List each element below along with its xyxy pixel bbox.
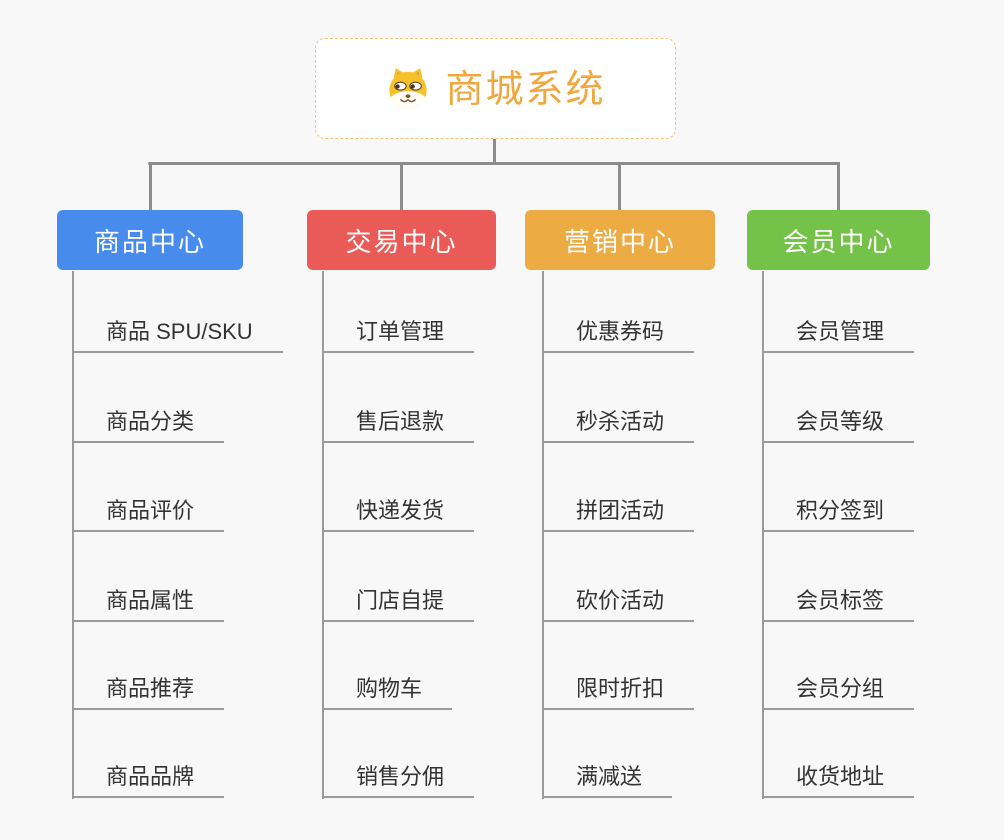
mindmap-leaf[interactable]: 商品属性 (72, 580, 225, 622)
connector-stub (618, 162, 621, 212)
branch-node-member-center[interactable]: 会员中心 (747, 210, 930, 270)
branch-node-trade-center[interactable]: 交易中心 (307, 210, 496, 270)
mindmap-leaf[interactable]: 售后退款 (322, 401, 475, 443)
mindmap-leaf[interactable]: 会员等级 (762, 401, 915, 443)
connector-stub (400, 162, 403, 212)
mindmap-leaf[interactable]: 商品评价 (72, 490, 225, 532)
mindmap-leaf[interactable]: 限时折扣 (542, 668, 695, 710)
mindmap-leaf[interactable]: 门店自提 (322, 580, 475, 622)
mindmap-leaf[interactable]: 收货地址 (762, 756, 915, 798)
mindmap-leaf[interactable]: 满减送 (542, 756, 673, 798)
branch-drop-line (322, 271, 324, 799)
connector-stub (837, 162, 840, 212)
root-title: 商城系统 (445, 68, 606, 111)
mindmap-leaf[interactable]: 会员标签 (762, 580, 915, 622)
connector-horizontal-bar (148, 162, 840, 165)
mindmap-leaf[interactable]: 订单管理 (322, 311, 475, 353)
mindmap-leaf[interactable]: 销售分佣 (322, 756, 475, 798)
branch-drop-line (72, 271, 74, 799)
mindmap-leaf[interactable]: 砍价活动 (542, 580, 695, 622)
branch-node-product-center[interactable]: 商品中心 (57, 210, 243, 270)
branch-node-marketing-center[interactable]: 营销中心 (525, 210, 715, 270)
connector-root-stem (493, 139, 496, 164)
branch-drop-line (762, 271, 764, 799)
root-node[interactable]: 商城系统 (315, 38, 676, 139)
shiba-dog-icon (385, 66, 431, 112)
connector-stub (149, 162, 152, 212)
mindmap-leaf[interactable]: 会员分组 (762, 668, 915, 710)
mindmap-leaf[interactable]: 快递发货 (322, 490, 475, 532)
mindmap-leaf[interactable]: 购物车 (322, 668, 453, 710)
branch-drop-line (542, 271, 544, 799)
mindmap-leaf[interactable]: 秒杀活动 (542, 401, 695, 443)
mindmap-leaf[interactable]: 商品分类 (72, 401, 225, 443)
mindmap-leaf[interactable]: 优惠券码 (542, 311, 695, 353)
mindmap-leaf[interactable]: 会员管理 (762, 311, 915, 353)
mindmap-leaf[interactable]: 积分签到 (762, 490, 915, 532)
mindmap-leaf[interactable]: 拼团活动 (542, 490, 695, 532)
mindmap-leaf[interactable]: 商品 SPU/SKU (72, 311, 283, 353)
mindmap-leaf[interactable]: 商品品牌 (72, 756, 225, 798)
mindmap-leaf[interactable]: 商品推荐 (72, 668, 225, 710)
